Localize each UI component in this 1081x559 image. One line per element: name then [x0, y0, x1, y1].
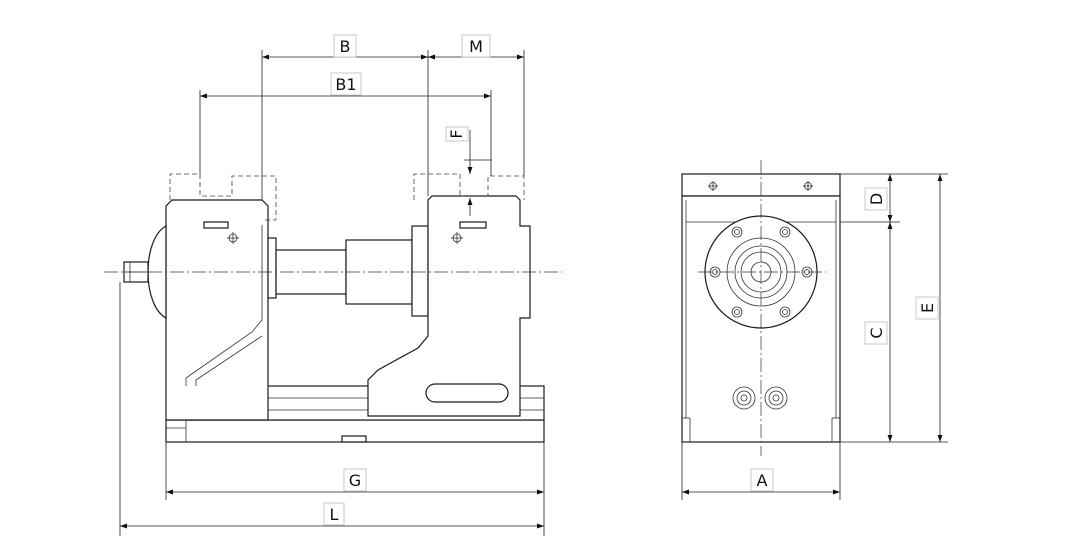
- label-l: L: [330, 505, 339, 524]
- end-view: [681, 160, 841, 456]
- lower-hole-right: [764, 386, 788, 410]
- lower-hole-left: [732, 386, 756, 410]
- label-c: C: [867, 327, 886, 338]
- label-a: A: [757, 471, 768, 490]
- spindle-left-collar: [267, 237, 277, 299]
- label-e: E: [918, 303, 937, 313]
- slot-hole: [425, 383, 509, 403]
- fixed-jaw-plate: [169, 173, 277, 221]
- label-m: M: [469, 37, 483, 56]
- label-g: G: [349, 471, 361, 490]
- label-b: B: [340, 37, 351, 56]
- side-view: [104, 173, 562, 443]
- label-f: F: [447, 129, 466, 138]
- fixed-jaw-body: [165, 199, 269, 421]
- spindle-flange: [411, 225, 429, 317]
- label-d: D: [867, 193, 886, 205]
- base-slot: [341, 435, 367, 443]
- movable-jaw-body: [367, 195, 531, 417]
- label-b1: B1: [335, 75, 356, 94]
- dimension-labels: B M B1 F G L A D C E: [323, 34, 939, 526]
